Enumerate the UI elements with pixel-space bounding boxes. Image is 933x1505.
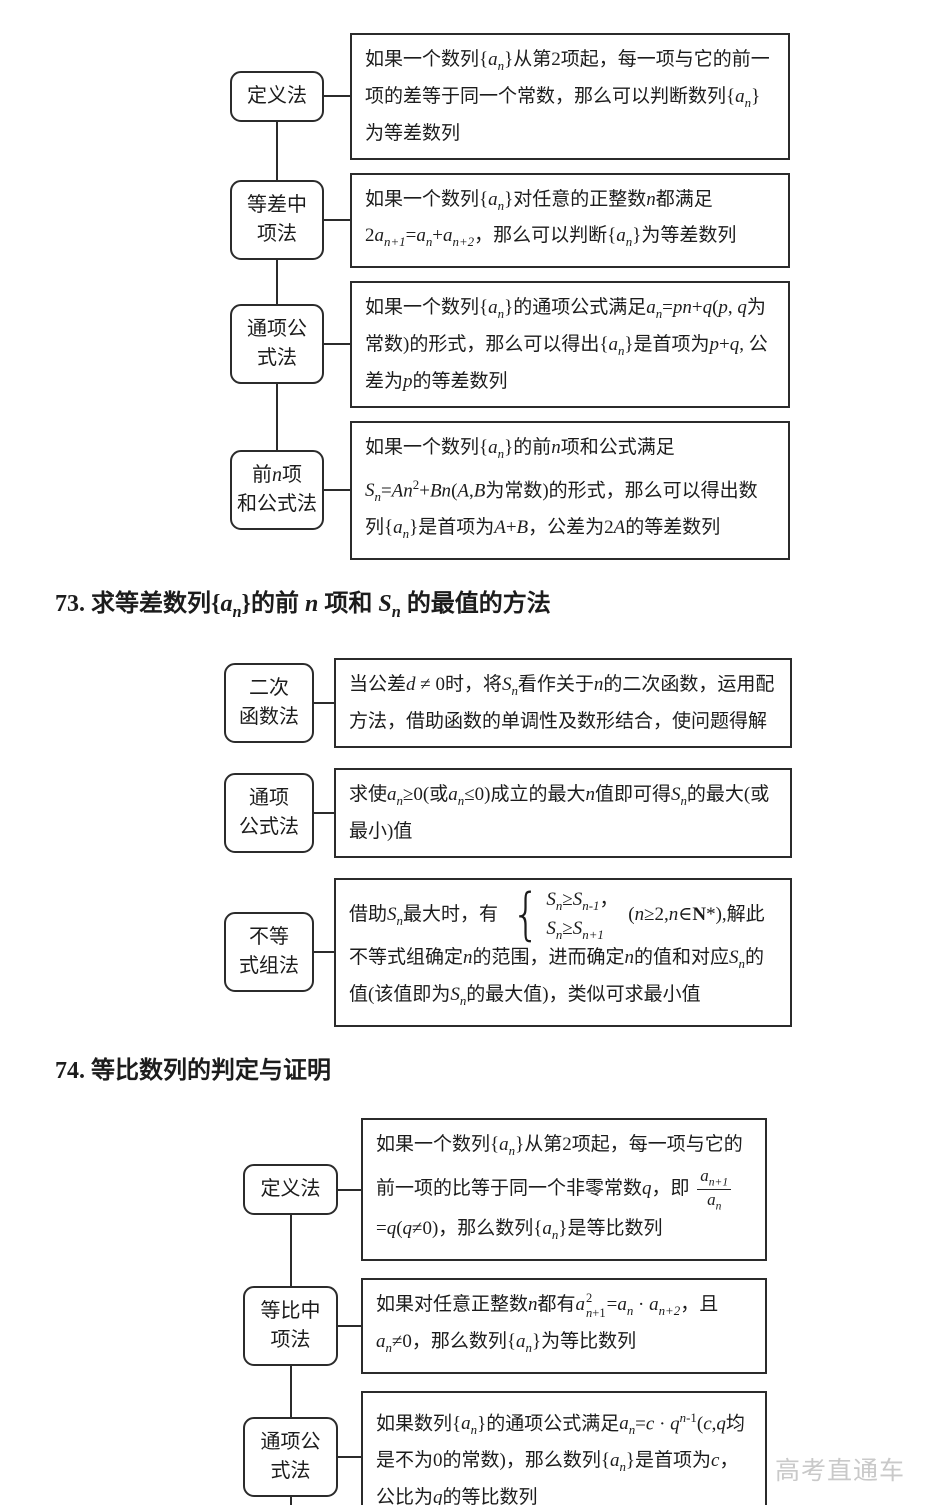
method-row: 前n项和公式法 如果一个数列{an}的前n项和公式满足Sn=An2+Bn(A,B…	[230, 420, 933, 560]
method-row: 定义法 如果一个数列{an}从第2项起，每一项与它的前一项的差等于同一个常数，那…	[230, 33, 933, 160]
chain-line	[276, 81, 278, 510]
method-label-box: 通项公式法	[224, 772, 314, 853]
method-description-box: 如果一个数列{an}从第2项起，每一项与它的前一项的差等于同一个常数，那么可以判…	[350, 33, 790, 160]
method-label-box: 定义法	[243, 1164, 338, 1216]
method-label-box: 等差中项法	[230, 180, 324, 261]
method-description-box: 如果一个数列{an}对任意的正整数n都满足2an+1=an+an+2，那么可以判…	[350, 172, 790, 269]
sn-extremum-methods-group: 二次函数法 当公差d ≠ 0时，将Sn看作关于n的二次函数，运用配方法，借助函数…	[0, 658, 933, 1028]
connector-line	[314, 811, 334, 814]
method-label-box: 通项公式法	[243, 1417, 338, 1498]
method-description-box: 如果一个数列{an}从第2项起，每一项与它的前一项的比等于同一个非零常数q，即 …	[361, 1118, 767, 1262]
method-row: 通项公式法 如果数列{an}的通项公式满足an=c · qn-1(c,q均是不为…	[243, 1390, 933, 1505]
method-label-box: 等比中项法	[243, 1286, 338, 1366]
method-description-box: 如果一个数列{an}的通项公式满足an=pn+q(p, q为常数)的形式，那么可…	[350, 281, 790, 408]
connector-line	[338, 1456, 361, 1459]
method-label-box: 通项公式法	[230, 304, 324, 385]
method-description-box: 如果数列{an}的通项公式满足an=c · qn-1(c,q均是不为0的常数)，…	[361, 1390, 767, 1505]
method-row: 通项公式法 如果一个数列{an}的通项公式满足an=pn+q(p, q为常数)的…	[230, 281, 933, 408]
method-row: 等差中项法 如果一个数列{an}对任意的正整数n都满足2an+1=an+an+2…	[230, 172, 933, 269]
section-heading-73: 73. 求等差数列{an}的前 n 项和 Sn 的最值的方法	[55, 590, 551, 621]
geometric-sequence-tests-group: 定义法 如果一个数列{an}从第2项起，每一项与它的前一项的比等于同一个非零常数…	[0, 1118, 933, 1505]
method-row: 不等式组法 借助Sn最大时，有 {Sn≥Sn-1，Sn≥Sn+1 (n≥2,n∈…	[224, 877, 933, 1028]
method-description-box: 如果一个数列{an}的前n项和公式满足Sn=An2+Bn(A,B为常数)的形式，…	[350, 420, 790, 560]
connector-line	[338, 1325, 361, 1327]
connector-line	[324, 343, 350, 346]
watermark: 高考直通车	[774, 1457, 905, 1485]
method-label-box: 二次函数法	[224, 663, 314, 744]
arithmetic-sequence-tests-group: 定义法 如果一个数列{an}从第2项起，每一项与它的前一项的差等于同一个常数，那…	[0, 33, 933, 560]
section-heading-74: 74. 等比数列的判定与证明	[55, 1058, 331, 1085]
method-row: 定义法 如果一个数列{an}从第2项起，每一项与它的前一项的比等于同一个非零常数…	[243, 1118, 933, 1262]
method-label-box: 不等式组法	[224, 912, 314, 993]
connector-line	[324, 489, 350, 492]
method-description-box: 求使an≥0(或an≤0)成立的最大n值即可得Sn的最大(或最小)值	[334, 768, 792, 858]
method-row: 二次函数法 当公差d ≠ 0时，将Sn看作关于n的二次函数，运用配方法，借助函数…	[224, 658, 933, 749]
method-label-box: 定义法	[230, 70, 324, 122]
connector-line	[314, 702, 334, 705]
connector-line	[314, 951, 334, 954]
method-description-box: 当公差d ≠ 0时，将Sn看作关于n的二次函数，运用配方法，借助函数的单调性及数…	[334, 658, 792, 749]
connector-line	[324, 95, 350, 98]
method-label-box: 前n项和公式法	[230, 450, 324, 531]
method-row: 通项公式法 求使an≥0(或an≤0)成立的最大n值即可得Sn的最大(或最小)值	[224, 768, 933, 858]
connector-line	[338, 1188, 361, 1191]
connector-line	[324, 219, 350, 222]
method-description-box: 借助Sn最大时，有 {Sn≥Sn-1，Sn≥Sn+1 (n≥2,n∈N*),解此…	[334, 877, 792, 1028]
